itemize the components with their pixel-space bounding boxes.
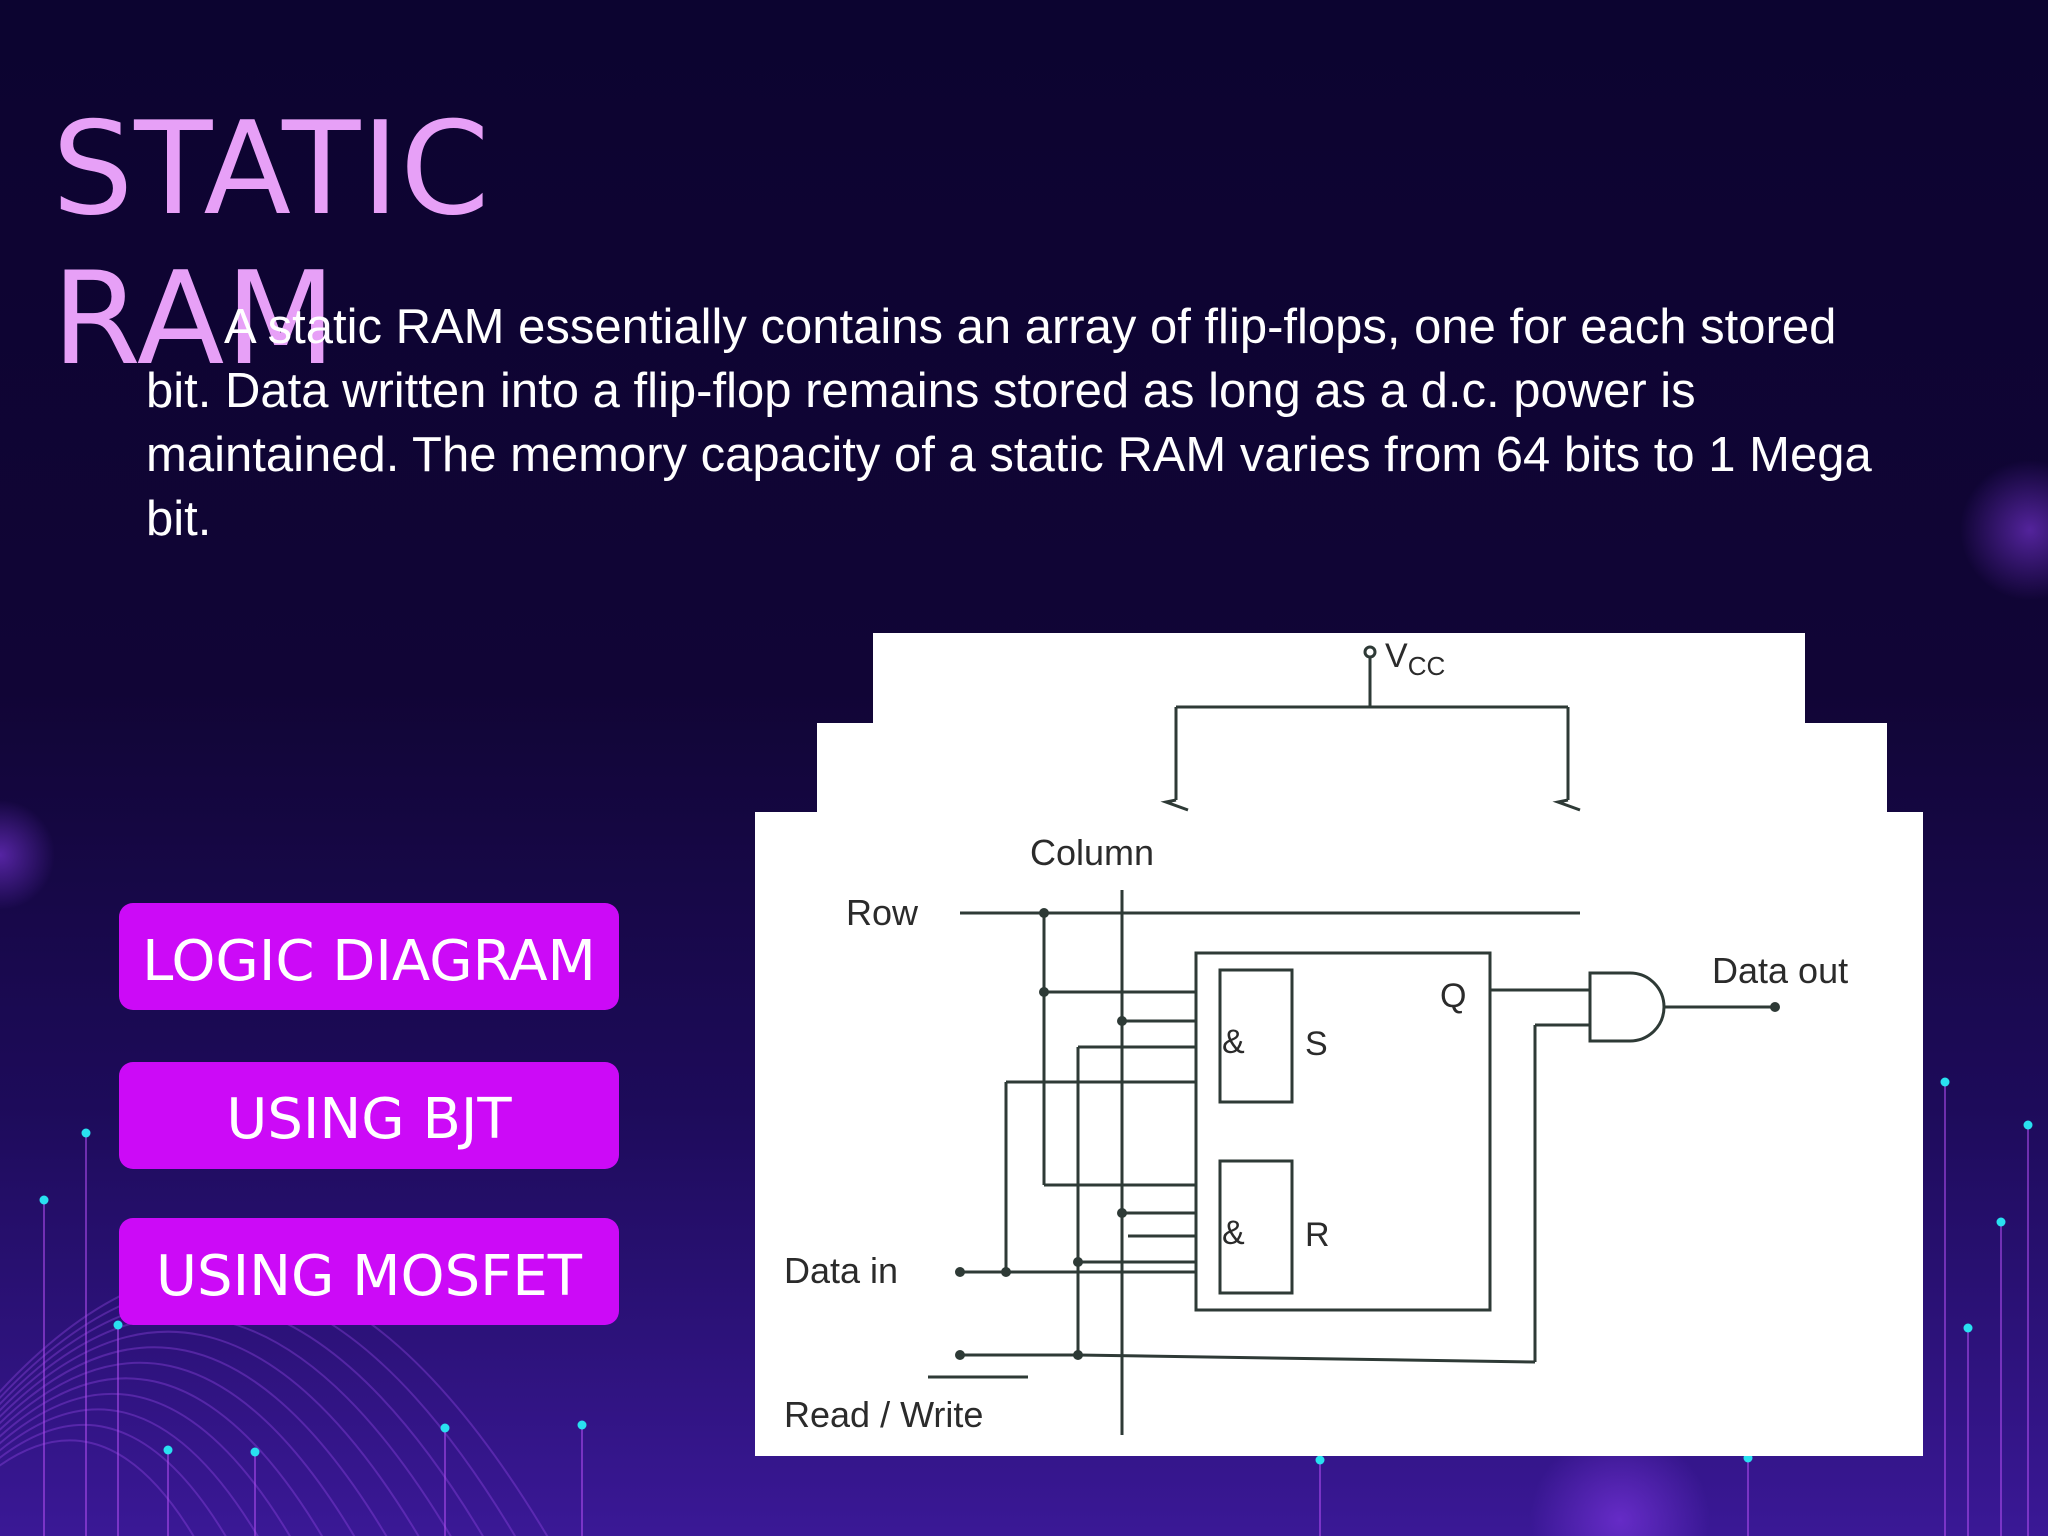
read-write-label: Read / Write bbox=[784, 1394, 983, 1435]
body-paragraph: A static RAM essentially contains an arr… bbox=[146, 300, 1872, 546]
circuit-nodes bbox=[955, 908, 1780, 1360]
row-label: Row bbox=[846, 892, 919, 933]
circuit-dot bbox=[577, 1420, 587, 1430]
wave-line bbox=[0, 1392, 291, 1536]
circuit-lines bbox=[39, 1077, 2033, 1536]
glow-orb-bottom bbox=[1530, 1430, 1710, 1536]
wave-line bbox=[0, 1439, 195, 1536]
data-out-label: Data out bbox=[1712, 950, 1848, 991]
glow-orb-right bbox=[1960, 460, 2048, 600]
r-label: R bbox=[1305, 1216, 1330, 1254]
circuit-dot bbox=[1963, 1323, 1973, 1333]
circuit-dot bbox=[440, 1423, 450, 1433]
column-label: Column bbox=[1030, 832, 1154, 873]
and-gate-top-symbol: & bbox=[1222, 1023, 1245, 1061]
logic-diagram-button[interactable] bbox=[119, 903, 619, 1010]
circuit-wires bbox=[928, 645, 1775, 1435]
page-title: STATIC RAM bbox=[52, 95, 491, 394]
circuit-dot bbox=[113, 1320, 123, 1330]
q-label: Q bbox=[1440, 977, 1466, 1015]
diagram-labels: VCC Column Row Data out Q & S & R Data i… bbox=[784, 637, 1848, 1435]
circuit-dot bbox=[1940, 1077, 1950, 1087]
glow-orb-left bbox=[0, 800, 55, 910]
wave-line bbox=[0, 1346, 388, 1536]
wave-line bbox=[0, 1330, 420, 1536]
wave-line bbox=[0, 1423, 227, 1536]
wave-line bbox=[0, 1377, 324, 1536]
circuit-dot bbox=[39, 1195, 49, 1205]
diagram-paper bbox=[755, 633, 1923, 1456]
using-bjt-button[interactable] bbox=[119, 1062, 619, 1169]
and-gate-bottom-symbol: & bbox=[1222, 1214, 1245, 1252]
using-mosfet-button[interactable] bbox=[119, 1218, 619, 1325]
vcc-label: VCC bbox=[1385, 637, 1445, 681]
wave-lines bbox=[0, 1268, 549, 1536]
circuit-dot bbox=[2023, 1120, 2033, 1130]
wave-line bbox=[0, 1408, 259, 1536]
circuit-dot bbox=[1315, 1455, 1325, 1465]
circuit-dot bbox=[81, 1128, 91, 1138]
data-in-label: Data in bbox=[784, 1250, 898, 1291]
s-label: S bbox=[1305, 1025, 1328, 1063]
circuit-dot bbox=[250, 1447, 260, 1457]
circuit-dot bbox=[1996, 1217, 2006, 1227]
wave-line bbox=[0, 1361, 356, 1536]
circuit-dot bbox=[163, 1445, 173, 1455]
